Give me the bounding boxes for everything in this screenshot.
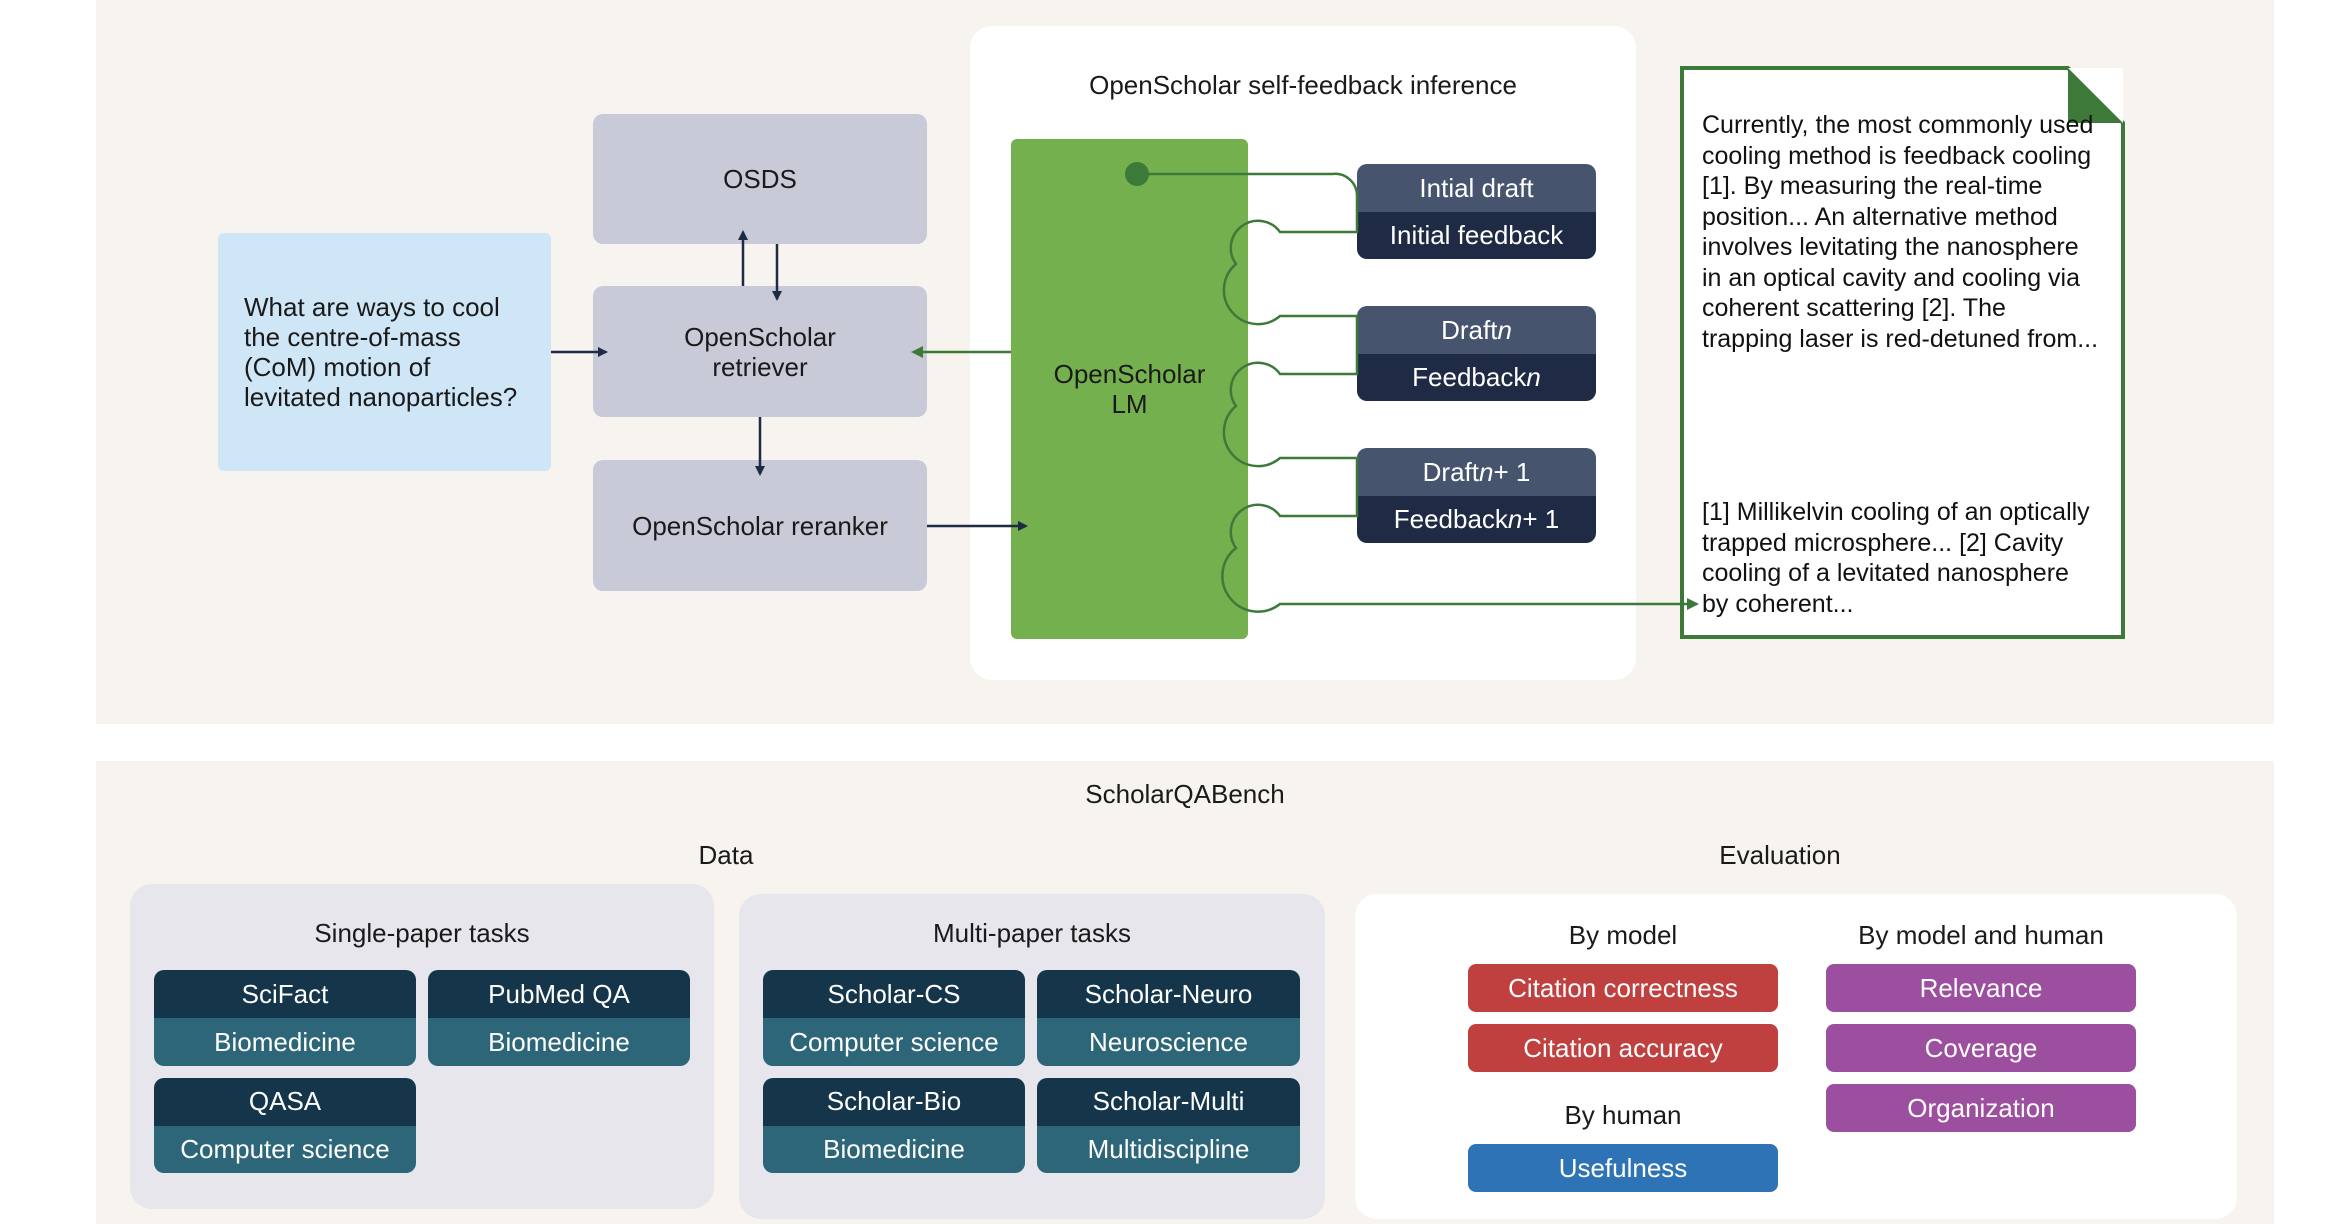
query-text: What are ways to cool the centre-of-mass… (244, 292, 518, 412)
task-name: PubMed QA (428, 970, 690, 1018)
benchmark-title: ScholarQABench (1085, 779, 1285, 809)
data-section-title: Data (698, 840, 754, 870)
task-domain: Neuroscience (1037, 1018, 1300, 1066)
metric-coverage: Coverage (1826, 1024, 2136, 1072)
metric-usefulness: Usefulness (1468, 1144, 1778, 1192)
metric-citation-correctness: Citation correctness (1468, 964, 1778, 1012)
task-name: Scholar-CS (763, 970, 1025, 1018)
reranker-box: OpenScholar reranker (593, 460, 927, 591)
by-model-title: By model (1568, 920, 1678, 950)
draft-label: Draft n (1357, 306, 1596, 354)
by-human-title: By human (1564, 1100, 1682, 1130)
task-name: Scholar-Multi (1037, 1078, 1300, 1126)
feedback-label: Feedback n (1357, 354, 1596, 401)
draft-stack-n: Draft n Feedback n (1357, 306, 1596, 401)
retriever-label: OpenScholar retriever (684, 321, 836, 382)
task-qasa: QASA Computer science (154, 1078, 416, 1173)
task-pubmed-qa: PubMed QA Biomedicine (428, 970, 690, 1066)
output-document: Currently, the most commonly used coolin… (1680, 66, 2126, 640)
feedback-loop-path (1137, 172, 1699, 613)
task-name: Scholar-Neuro (1037, 970, 1300, 1018)
metric-organization: Organization (1826, 1084, 2136, 1132)
lm-label: OpenScholar LM (1053, 359, 1206, 419)
output-body: Currently, the most commonly used coolin… (1702, 111, 2099, 353)
task-domain: Biomedicine (428, 1018, 690, 1066)
task-scholar-neuro: Scholar-Neuro Neuroscience (1037, 970, 1300, 1066)
task-domain: Computer science (154, 1125, 416, 1173)
task-scholar-cs: Scholar-CS Computer science (763, 970, 1025, 1066)
task-scholar-multi: Scholar-Multi Multidiscipline (1037, 1078, 1300, 1173)
metric-citation-accuracy: Citation accuracy (1468, 1024, 1778, 1072)
feedback-label: Initial feedback (1357, 212, 1596, 259)
draft-label: Intial draft (1357, 164, 1596, 212)
retriever-box: OpenScholar retriever (593, 286, 927, 417)
task-scholar-bio: Scholar-Bio Biomedicine (763, 1078, 1025, 1173)
metric-relevance: Relevance (1826, 964, 2136, 1012)
task-domain: Biomedicine (763, 1125, 1025, 1173)
pipeline-connectors (551, 162, 1699, 613)
lm-box: OpenScholar LM (1011, 139, 1248, 639)
evaluation-section-title: Evaluation (1719, 840, 1841, 870)
task-domain: Multidiscipline (1037, 1125, 1300, 1173)
draft-stack-initial: Intial draft Initial feedback (1357, 164, 1596, 259)
task-name: Scholar-Bio (763, 1078, 1025, 1126)
task-domain: Biomedicine (154, 1018, 416, 1066)
task-name: QASA (154, 1078, 416, 1126)
inference-title: OpenScholar self-feedback inference (1089, 70, 1517, 100)
single-paper-title: Single-paper tasks (314, 918, 530, 948)
task-scifact: SciFact Biomedicine (154, 970, 416, 1066)
feedback-label: Feedback n + 1 (1357, 496, 1596, 543)
multi-paper-title: Multi-paper tasks (933, 918, 1131, 948)
by-model-and-human-title: By model and human (1858, 920, 2104, 950)
query-box: What are ways to cool the centre-of-mass… (218, 233, 551, 471)
reranker-label: OpenScholar reranker (632, 510, 888, 541)
osds-label: OSDS (723, 164, 797, 194)
task-domain: Computer science (763, 1018, 1025, 1066)
osds-box: OSDS (593, 114, 927, 244)
task-name: SciFact (154, 970, 416, 1018)
draft-stack-n-plus-1: Draft n + 1 Feedback n + 1 (1357, 448, 1596, 543)
draft-label: Draft n + 1 (1357, 448, 1596, 496)
document-outline-icon (1680, 66, 2125, 639)
output-references: [1] Millikelvin cooling of an optically … (1702, 498, 2090, 618)
